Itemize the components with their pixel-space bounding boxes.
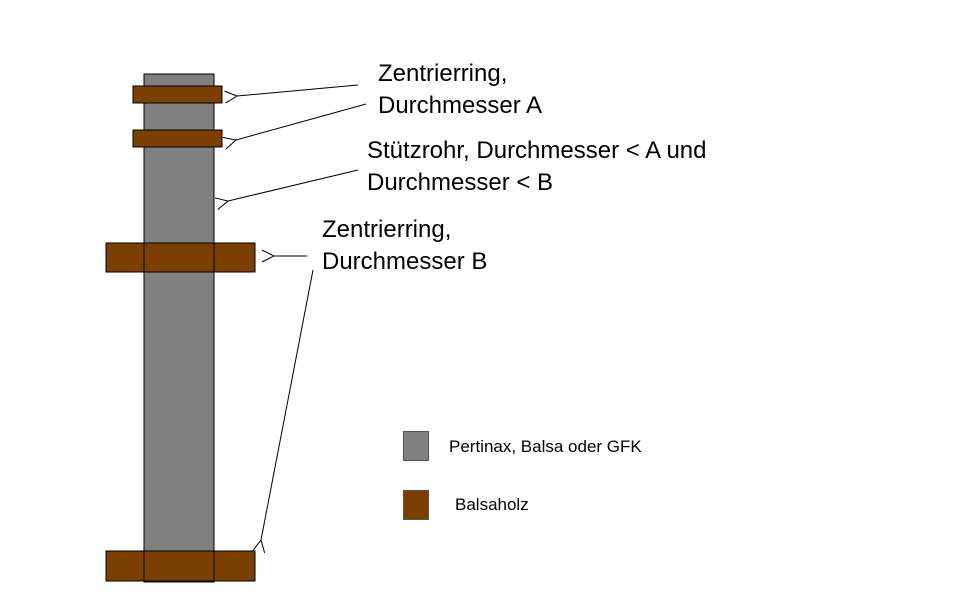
label-ring-a-line1: Zentrierring, [378,60,508,87]
label-support-tube: Stützrohr, Durchmesser < A und Durchmess… [367,135,707,199]
centering-ring-a-upper [132,85,223,104]
legend-swatch-balsa [403,490,429,520]
centering-ring-b-lower [105,550,256,582]
support-tube [143,73,215,583]
arrow-support-tube [228,169,359,201]
label-tube-line1: Stützrohr, Durchmesser < A und [367,137,707,164]
arrow-ring-b-lower [261,269,314,540]
label-ring-b-line1: Zentrierring, [322,216,452,243]
arrow-ring-a-lower [236,103,367,140]
label-ring-b-line2: Durchmesser B [322,248,488,275]
legend-label-balsa: Balsaholz [455,495,529,514]
centering-ring-a-lower [132,129,223,148]
centering-ring-b-upper [105,242,256,273]
label-centering-ring-a: Zentrierring, Durchmesser A [378,58,542,122]
legend-swatch-tube-material [403,431,429,461]
label-ring-a-line2: Durchmesser A [378,92,543,119]
arrow-ring-a-upper [237,84,359,96]
label-centering-ring-b: Zentrierring, Durchmesser B [322,214,487,278]
legend-label-tube-material: Pertinax, Balsa oder GFK [449,437,642,456]
label-tube-line2: Durchmesser < B [367,169,554,196]
